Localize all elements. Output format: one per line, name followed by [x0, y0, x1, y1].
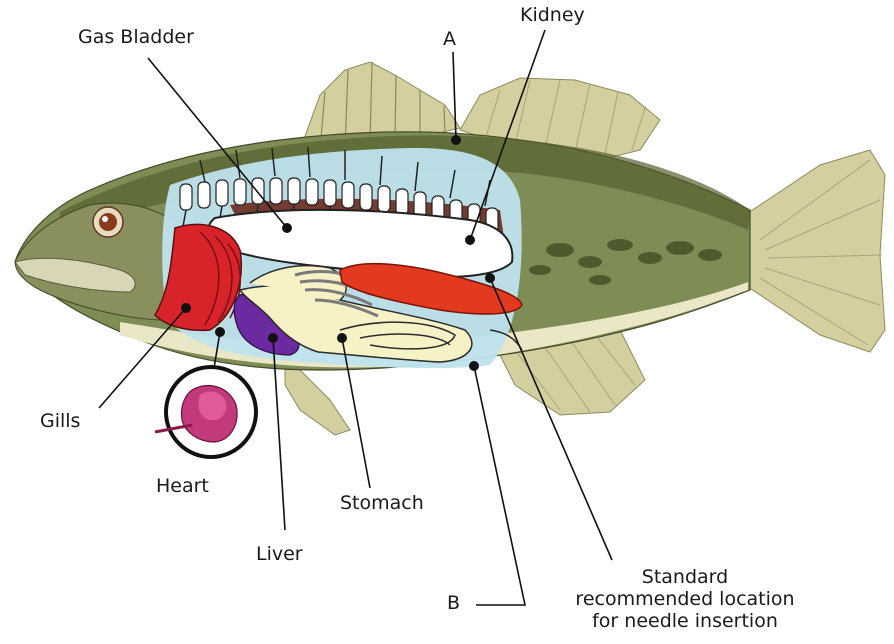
heart-dot	[215, 327, 225, 337]
a-dot	[451, 135, 461, 145]
stomach-dot	[337, 333, 347, 343]
label-standard-line1: Standard	[560, 567, 810, 589]
label-gills: Gills	[40, 412, 80, 431]
caudal-fin	[745, 150, 885, 352]
label-heart: Heart	[156, 477, 209, 496]
label-stomach: Stomach	[340, 494, 424, 513]
label-standard-location: Standard recommended location for needle…	[560, 567, 810, 633]
label-a: A	[443, 30, 456, 49]
gills-dot	[181, 303, 191, 313]
label-kidney: Kidney	[520, 6, 585, 25]
label-b: B	[447, 594, 460, 613]
gas-bladder-dot	[282, 223, 292, 233]
kidney-dot	[465, 235, 475, 245]
standard-location-dot	[485, 273, 495, 283]
label-standard-line2: recommended location	[560, 589, 810, 611]
label-liver: Liver	[256, 545, 303, 564]
label-gas-bladder: Gas Bladder	[78, 28, 194, 47]
b-leader	[474, 366, 525, 605]
label-standard-line3: for needle insertion	[560, 611, 810, 633]
b-dot	[469, 361, 479, 371]
liver-dot	[268, 333, 278, 343]
heart-inset	[155, 367, 256, 457]
